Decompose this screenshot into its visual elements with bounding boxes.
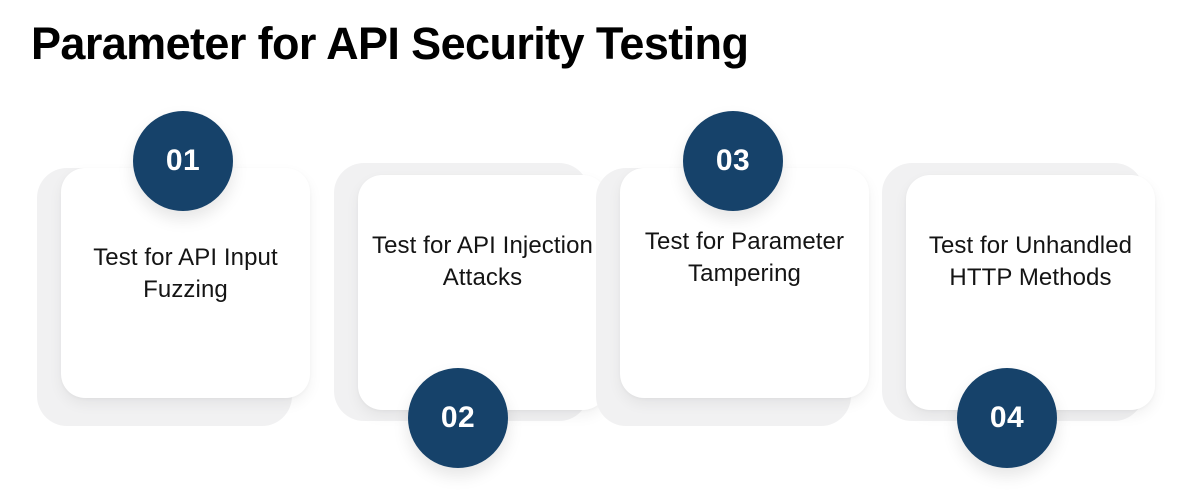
step-number-badge-3[interactable]: 03 (683, 111, 783, 211)
step-number-badge-2[interactable]: 02 (408, 368, 508, 468)
step-card-2[interactable]: Test for API Injection Attacks (322, 140, 608, 440)
card-surface (906, 175, 1155, 410)
step-card-label: Test for API Injection Attacks (372, 232, 593, 291)
step-number-label: 02 (440, 401, 476, 434)
card-surface (358, 175, 607, 410)
step-number-badge-4[interactable]: 04 (957, 368, 1057, 468)
step-number-label: 04 (989, 401, 1025, 434)
step-card-label: Test for API Input Fuzzing (93, 244, 278, 303)
step-number-badge-1[interactable]: 01 (133, 111, 233, 211)
step-number-label: 03 (715, 144, 751, 177)
step-card-label: Test for Unhandled HTTP Methods (928, 232, 1133, 291)
page-title: Parameter for API Security Testing (31, 18, 749, 69)
step-card-1[interactable]: Test for API Input Fuzzing (0, 140, 310, 440)
step-card-label: Test for Parameter Tampering (644, 228, 845, 287)
step-number-label: 01 (165, 144, 201, 177)
step-card-3[interactable]: Test for Parameter Tampering (596, 140, 882, 440)
